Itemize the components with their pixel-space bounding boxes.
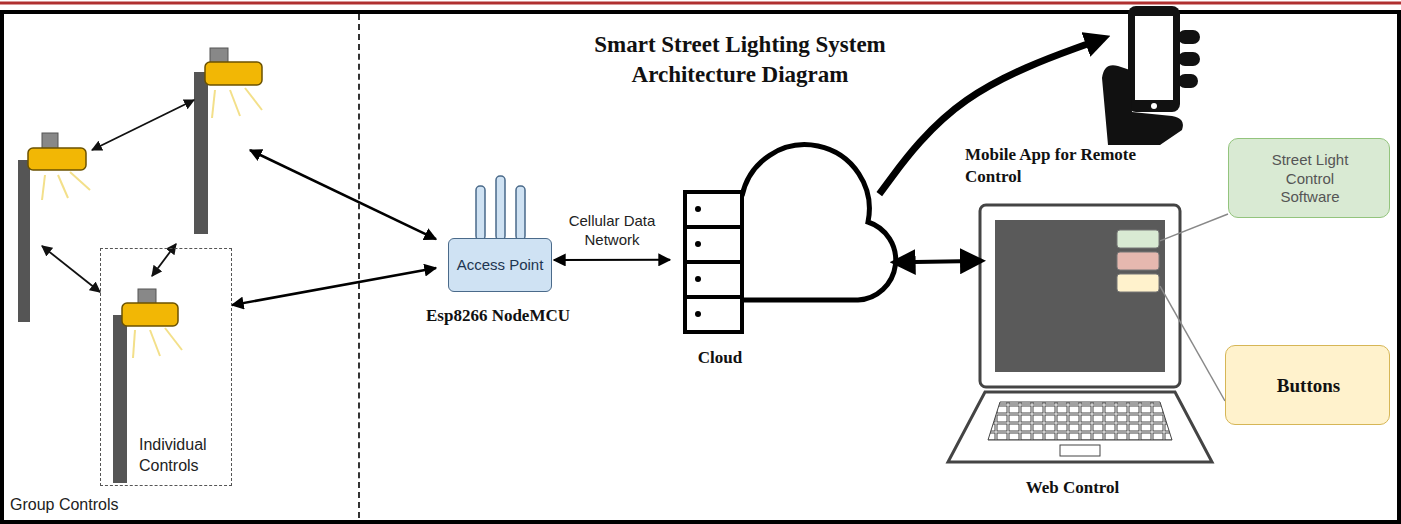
street-light-pole bbox=[58, 175, 68, 198]
street-light-pole bbox=[28, 148, 86, 170]
link-arrow bbox=[250, 150, 436, 239]
box-label: Individual Controls bbox=[139, 435, 229, 477]
callout-text: Buttons bbox=[1226, 346, 1391, 426]
street-light-pole bbox=[210, 48, 228, 63]
street-light-pole bbox=[113, 289, 182, 483]
hand-phone-icon bbox=[1102, 65, 1183, 145]
access-point-box: Access Point bbox=[448, 238, 552, 292]
street-light-pole bbox=[42, 175, 45, 200]
pole-link-arrow bbox=[42, 100, 194, 292]
server-stack bbox=[685, 297, 742, 332]
street-light-pole bbox=[194, 48, 262, 234]
laptop-icon bbox=[948, 392, 1212, 462]
antenna-symbol bbox=[476, 186, 485, 240]
server-stack bbox=[695, 276, 701, 282]
laptop-icon bbox=[988, 402, 1172, 440]
street-light-pole bbox=[18, 160, 30, 322]
laptop-icon bbox=[1117, 230, 1159, 248]
server-stack bbox=[695, 241, 701, 247]
cloud-label: Cloud bbox=[670, 348, 770, 368]
software-callout: Street Light Control Software bbox=[1228, 138, 1390, 218]
leader-line bbox=[1160, 214, 1228, 241]
cloud-outline bbox=[742, 145, 896, 300]
cloud-outline bbox=[742, 145, 896, 300]
access-point-node: Access PointEsp8266 NodeMCU bbox=[398, 172, 598, 332]
antenna-symbol bbox=[516, 186, 525, 240]
page-frame bbox=[0, 3, 1401, 522]
laptop-icon bbox=[980, 205, 1180, 387]
street-light-pole bbox=[212, 90, 215, 118]
network-arrow bbox=[554, 259, 670, 261]
diagram-title: Smart Street Lighting System Architectur… bbox=[580, 30, 900, 90]
individual-control-box: Individual Controls bbox=[100, 248, 232, 486]
hand-phone-icon bbox=[1178, 52, 1200, 66]
region-label: Group Controls bbox=[10, 496, 210, 514]
hand-phone-icon bbox=[1128, 6, 1180, 112]
laptop-icon bbox=[1117, 252, 1159, 270]
callout-text: Street Light Control Software bbox=[1229, 139, 1391, 219]
pole-link-arrow bbox=[42, 246, 100, 292]
mobile-app-node: Mobile App for Remote Control bbox=[955, 14, 1215, 194]
street-light-pole bbox=[245, 88, 262, 110]
street-light-pole bbox=[18, 133, 90, 322]
page-frame bbox=[2, 12, 1399, 522]
link-arrow bbox=[232, 268, 436, 305]
server-stack bbox=[695, 206, 701, 212]
street-light-pole bbox=[150, 330, 160, 356]
mobile-app-label: Mobile App for Remote Control bbox=[965, 144, 1195, 188]
street-light-pole bbox=[42, 133, 58, 149]
leader-line bbox=[1160, 286, 1225, 401]
laptop-icon bbox=[995, 220, 1165, 372]
laptop-icon bbox=[1117, 274, 1159, 292]
server-stack bbox=[685, 262, 742, 297]
antenna-symbol bbox=[496, 176, 505, 240]
web-control-label: Web Control bbox=[930, 478, 1215, 498]
hand-phone-icon bbox=[1151, 103, 1157, 109]
street-light-pole bbox=[165, 328, 182, 350]
laptop-icon bbox=[948, 205, 1212, 462]
group-region: Group Controls Individual Controls bbox=[4, 14, 360, 518]
server-stack bbox=[695, 311, 701, 317]
street-light-pole bbox=[230, 90, 240, 116]
cloud-node: Cloud bbox=[670, 140, 900, 375]
server-stack bbox=[685, 192, 742, 332]
web-arrow bbox=[900, 261, 976, 262]
hand-phone-icon bbox=[1135, 16, 1173, 100]
street-light-pole bbox=[133, 330, 135, 358]
laptop-icon bbox=[1060, 445, 1100, 456]
street-light-pole bbox=[205, 62, 262, 85]
street-light-pole bbox=[113, 315, 127, 483]
street-light-pole bbox=[194, 72, 208, 234]
pole-link-arrow bbox=[92, 100, 194, 150]
street-light-pole bbox=[122, 303, 178, 326]
buttons-callout: Buttons bbox=[1225, 345, 1390, 425]
page-frame bbox=[0, 2, 1401, 5]
server-stack bbox=[685, 227, 742, 262]
edge-label: Cellular Data Network bbox=[560, 212, 664, 250]
antenna-symbol bbox=[476, 176, 525, 240]
device-label: Esp8266 NodeMCU bbox=[398, 306, 598, 326]
street-light-pole bbox=[138, 289, 156, 304]
hand-phone-icon bbox=[1178, 30, 1200, 44]
server-stack bbox=[685, 192, 742, 227]
hand-phone-icon bbox=[1102, 6, 1200, 145]
hand-phone-icon bbox=[1178, 74, 1198, 88]
web-control-node: Web Control bbox=[930, 200, 1215, 505]
street-light-pole bbox=[70, 172, 90, 190]
